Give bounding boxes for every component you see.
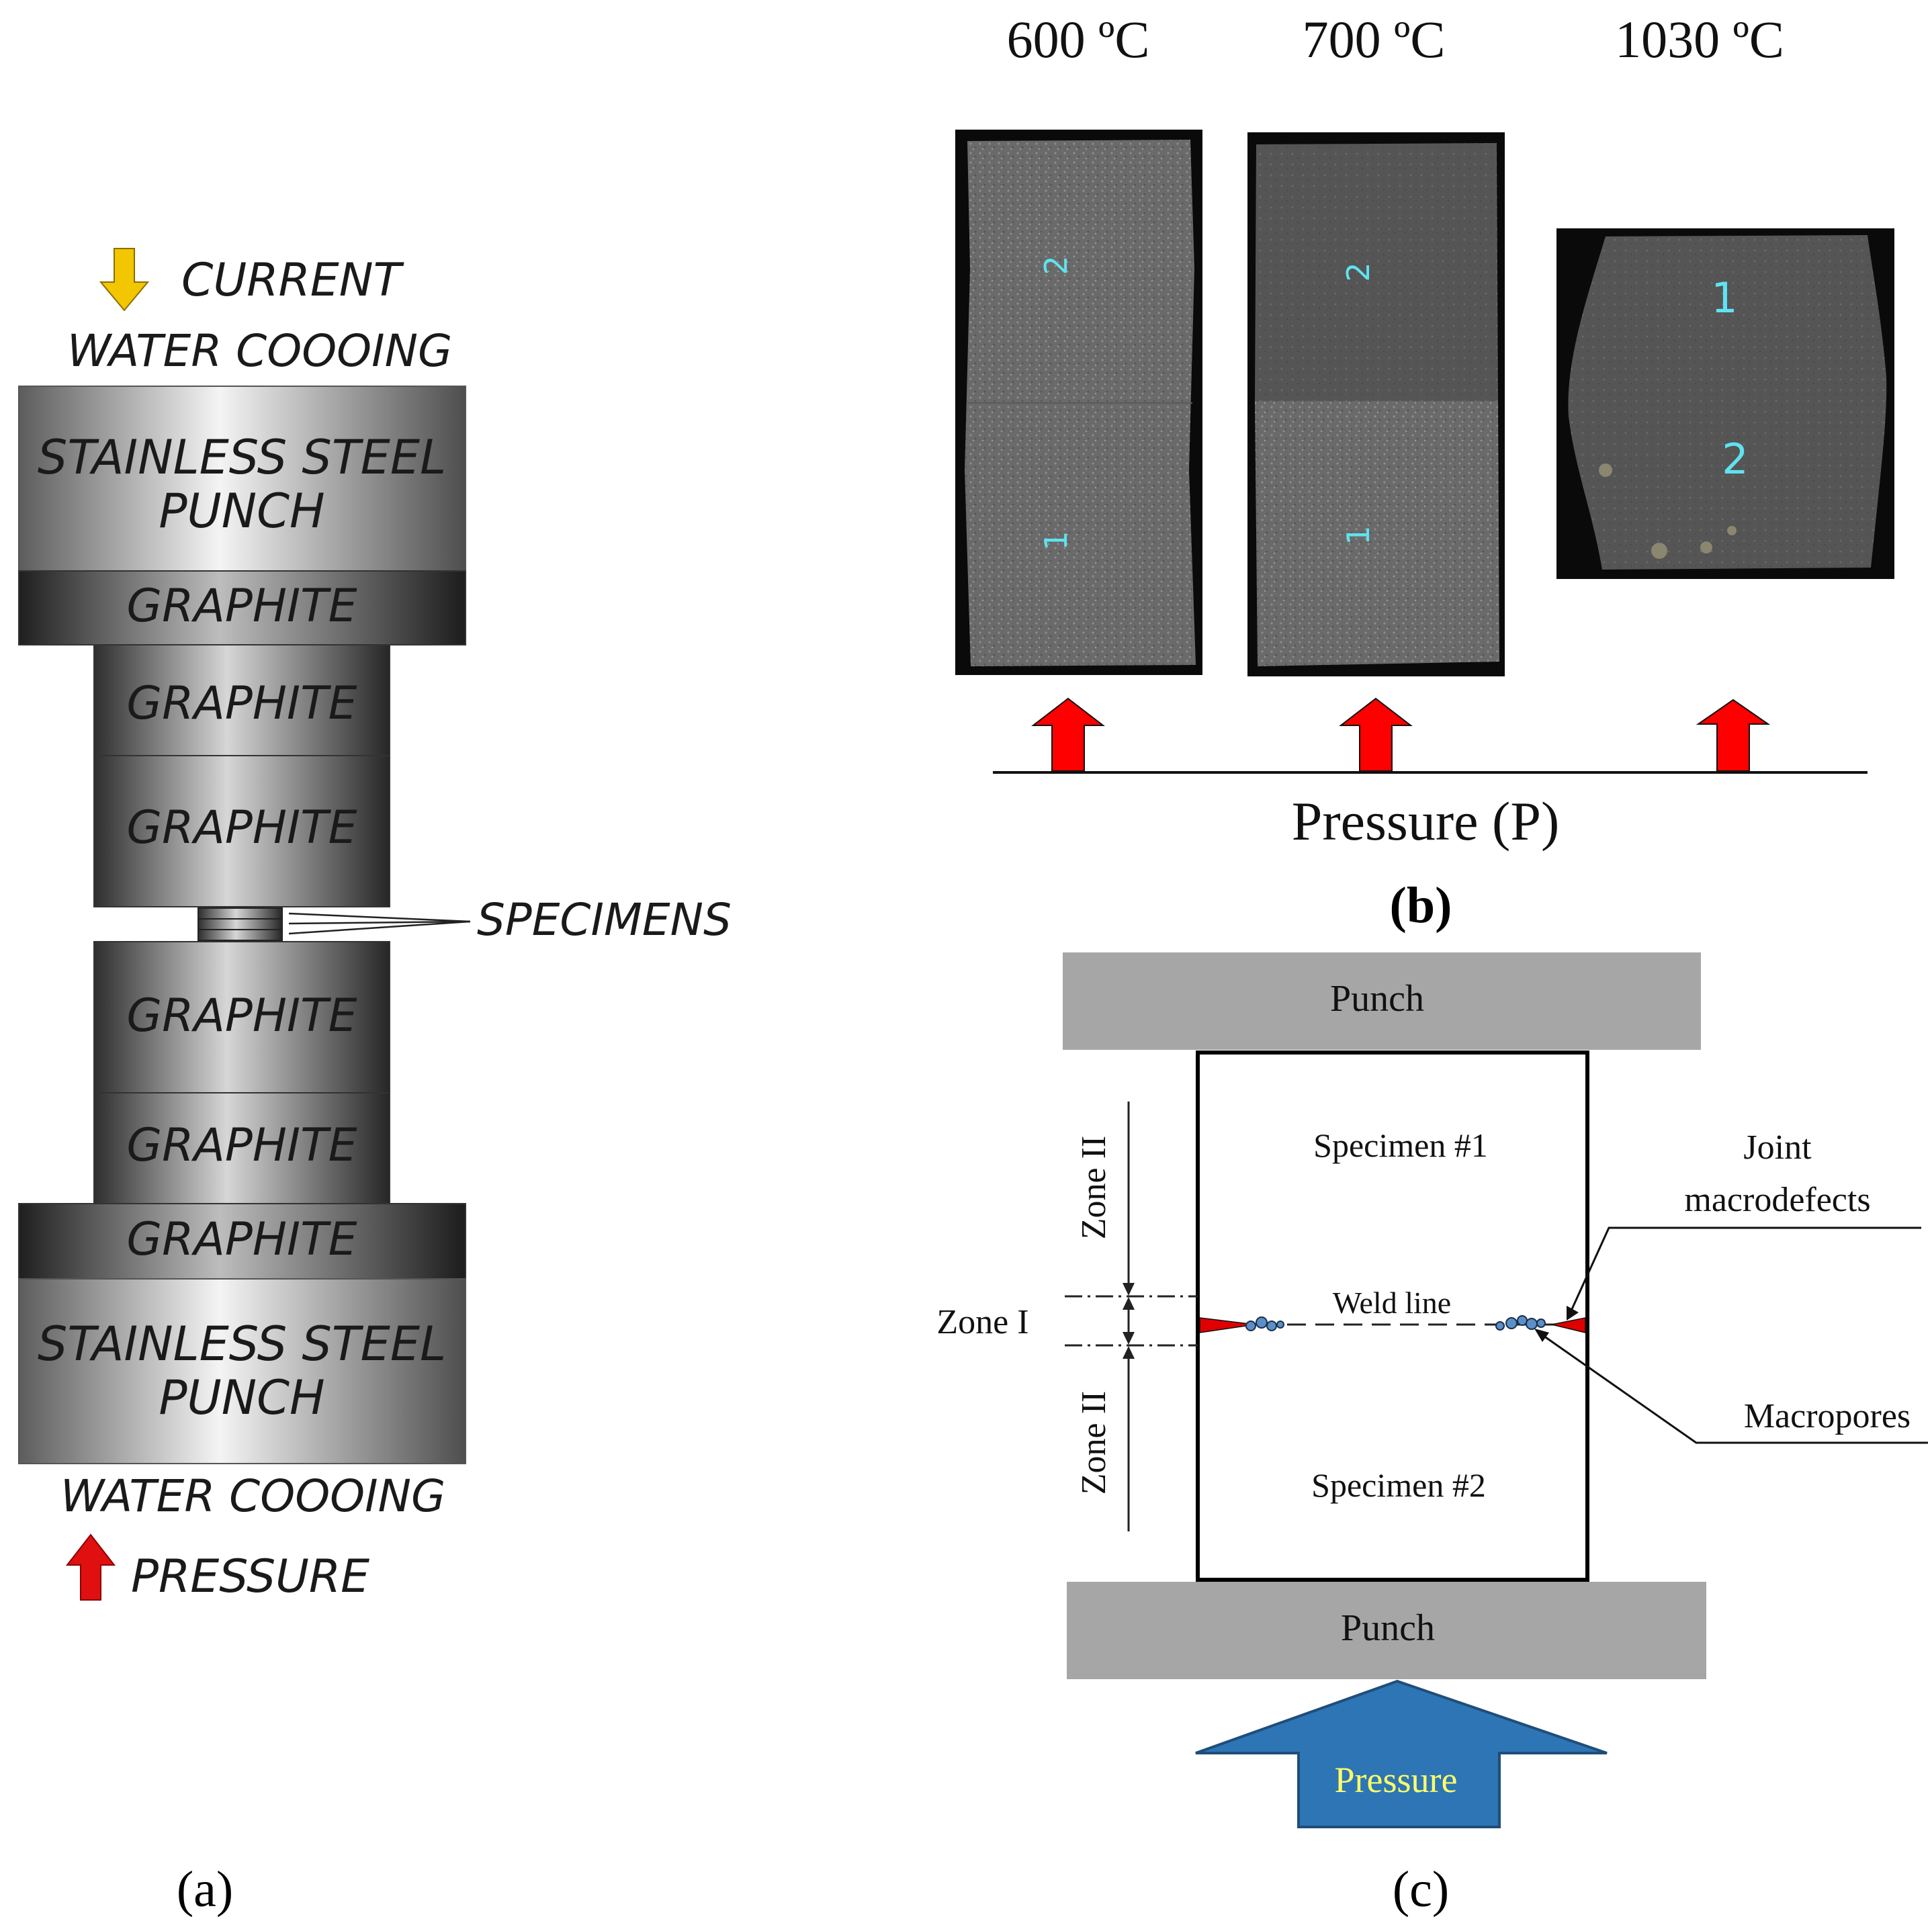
joint-macrodefects-label-line1: Joint bbox=[1743, 1128, 1812, 1167]
punch-top-label: Punch bbox=[1330, 978, 1424, 1020]
punch-bottom bbox=[1067, 1582, 1706, 1679]
joint-macrodefects-label-line2: macrodefects bbox=[1684, 1181, 1870, 1219]
zone-2-bottom-label: Zone II bbox=[1075, 1391, 1113, 1494]
top-stainless-punch bbox=[18, 386, 466, 572]
specimen-2-label: Specimen #2 bbox=[1311, 1466, 1486, 1504]
sample-1030-photo bbox=[1556, 228, 1894, 579]
pressure-label-b: Pressure (P) bbox=[1292, 791, 1560, 852]
macropores-arrowhead bbox=[1534, 1329, 1549, 1342]
panel-a: CURRENT WATER COOOING STAINLESS STEEL PU… bbox=[18, 248, 732, 1918]
graphite-label-2: GRAPHITE bbox=[126, 677, 357, 730]
temperature-label-1030: 1030 ºC bbox=[1615, 10, 1784, 69]
graphite-block-5 bbox=[93, 1092, 390, 1204]
graphite-band-bottom bbox=[18, 1203, 466, 1280]
sample-1030-label-top: 1 bbox=[1711, 273, 1737, 322]
sample-700-photo bbox=[1247, 132, 1505, 676]
sample-600-photo bbox=[955, 130, 1202, 675]
panel-label-b: (b) bbox=[1390, 877, 1452, 934]
water-cooling-top-label: WATER COOOING bbox=[67, 325, 452, 377]
macropores-leader bbox=[1536, 1330, 1928, 1444]
pressure-label-a: PRESSURE bbox=[131, 1550, 369, 1603]
specimens-stack bbox=[197, 907, 283, 941]
right-defect-marker bbox=[1551, 1317, 1586, 1333]
punch-bottom-label: Punch bbox=[1341, 1607, 1435, 1649]
bottom-punch-label-line2: PUNCH bbox=[159, 1370, 324, 1425]
panel-label-a: (a) bbox=[177, 1861, 233, 1918]
sample-700-label-bottom: 1 bbox=[1340, 525, 1376, 545]
top-punch-label-line1: STAINLESS STEEL bbox=[38, 430, 446, 485]
joint-macrodefects-arrowhead bbox=[1567, 1306, 1579, 1321]
pressure-label-c: Pressure bbox=[1335, 1760, 1458, 1800]
pressure-block-arrow bbox=[1195, 1679, 1608, 1828]
specimens-leader-lines bbox=[288, 912, 471, 935]
temperature-label-700: 700 ºC bbox=[1303, 10, 1446, 69]
macropores-right bbox=[1495, 1315, 1546, 1331]
graphite-block-2 bbox=[93, 644, 390, 756]
temperature-label-600: 600 ºC bbox=[1007, 10, 1150, 69]
left-defect-marker bbox=[1199, 1317, 1256, 1333]
sample-1030-label-bottom: 2 bbox=[1722, 435, 1748, 484]
bottom-stainless-punch bbox=[18, 1278, 466, 1464]
punch-top bbox=[1063, 952, 1701, 1050]
pressure-arrow-icon bbox=[65, 1533, 116, 1601]
weld-line-label: Weld line bbox=[1333, 1286, 1451, 1320]
specimen-1-label: Specimen #1 bbox=[1313, 1126, 1488, 1164]
water-cooling-bottom-label: WATER COOOING bbox=[60, 1470, 445, 1522]
graphite-label-4: GRAPHITE bbox=[126, 989, 357, 1042]
zone-dimension-arrowheads bbox=[1123, 1283, 1135, 1359]
macropores-label: Macropores bbox=[1744, 1397, 1911, 1435]
zone-1-label: Zone I bbox=[936, 1303, 1028, 1341]
bottom-punch-label-line1: STAINLESS STEEL bbox=[38, 1316, 446, 1372]
pressure-arrow-700-icon bbox=[1339, 697, 1413, 772]
sample-600-label-top: 2 bbox=[1038, 255, 1074, 275]
sample-700-label-top: 2 bbox=[1340, 262, 1376, 281]
specimens-label: SPECIMENS bbox=[477, 894, 732, 946]
graphite-label-3: GRAPHITE bbox=[126, 801, 357, 854]
zone-2-top-label: Zone II bbox=[1075, 1136, 1113, 1239]
current-arrow-icon bbox=[99, 248, 150, 312]
current-label: CURRENT bbox=[181, 254, 404, 307]
graphite-label-6: GRAPHITE bbox=[126, 1213, 357, 1266]
panel-c: Punch Specimen #1 Specimen #2 Weld line bbox=[936, 952, 1928, 1918]
graphite-label-5: GRAPHITE bbox=[126, 1119, 357, 1172]
top-punch-label-line2: PUNCH bbox=[159, 484, 324, 539]
graphite-label-1: GRAPHITE bbox=[126, 580, 357, 633]
joint-macrodefects-leader bbox=[1567, 1226, 1921, 1317]
pressure-arrow-1030-icon bbox=[1696, 699, 1771, 772]
graphite-band-top bbox=[18, 570, 466, 645]
panel-label-c: (c) bbox=[1393, 1861, 1449, 1918]
sample-600-label-bottom: 1 bbox=[1038, 531, 1074, 550]
graphite-block-4 bbox=[93, 941, 390, 1093]
panel-b: 600 ºC 700 ºC 1030 ºC 2 1 2 1 1 2 bbox=[955, 10, 1894, 934]
graphite-block-3 bbox=[93, 755, 390, 907]
macropores-left bbox=[1245, 1316, 1284, 1331]
pressure-arrow-600-icon bbox=[1031, 697, 1105, 772]
